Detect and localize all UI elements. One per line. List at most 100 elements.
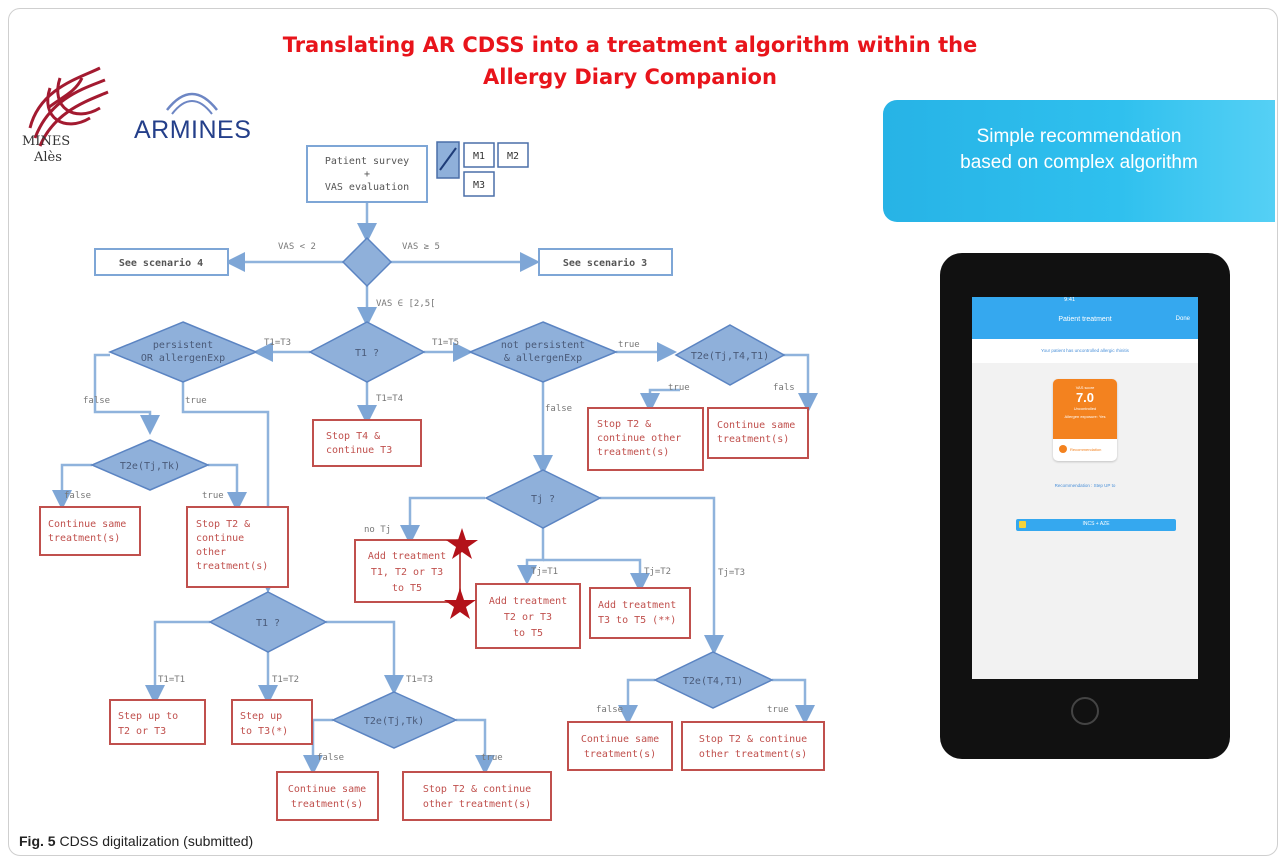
stop-t2-left-l3: other [196, 547, 226, 558]
stop-t2-right-l3: treatment(s) [597, 447, 669, 458]
persistent-right-diamond [468, 321, 618, 383]
label-tj-t3: Tj=T3 [718, 568, 745, 578]
figure-caption: Fig. 5 CDSS digitalization (submitted) [19, 833, 253, 849]
app-header-title: Patient treatment [1058, 316, 1112, 323]
continue-same-right-box [707, 407, 809, 459]
continue-same-br-box [567, 721, 673, 771]
stop-t2-left-l1: Stop T2 & [196, 519, 250, 530]
persistent-left-line2: OR allergenExp [141, 353, 225, 364]
tj-q-label: Tj ? [531, 494, 555, 505]
label-vas-in: VAS ∈ [2,5[ [376, 299, 436, 309]
step-up-t3-l2: to T3(*) [240, 726, 288, 737]
label-false-t2e-left: false [64, 491, 91, 501]
add-t3-l1: Add treatment [598, 600, 676, 611]
t2e-bottom-diamond [331, 691, 458, 749]
score-card-header: VAS score 7.0 Uncontrolled Allergen expo… [1053, 379, 1117, 439]
scenario3-box [538, 248, 673, 276]
scenario4-text: See scenario 4 [119, 257, 203, 269]
scenario3-text: See scenario 3 [563, 257, 647, 269]
model-legend: M1 M2 M3 [436, 141, 529, 197]
add-t3-l2: T3 to T5 (**) [598, 615, 676, 626]
label-true-left: true [185, 396, 207, 406]
patient-message: Your patient has uncontrolled allergic r… [1041, 348, 1129, 353]
t2e-right-diamond [674, 324, 786, 386]
continue-same-bottom-l2: treatment(s) [291, 799, 363, 810]
start-line1: Patient survey [325, 156, 409, 167]
add-t1t2t3-l2: T1, T2 or T3 [371, 567, 443, 578]
status-bar: 9:41 [972, 297, 1198, 305]
label-false-t2e-br: false [596, 705, 623, 715]
label-vas-lt: VAS < 2 [278, 242, 316, 252]
legend-m2: M2 [507, 151, 519, 162]
scenario4-box [94, 248, 229, 276]
label-true-t2e-left: true [202, 491, 224, 501]
label-true-t2e-b: true [481, 753, 503, 763]
score-card-mid: Uncontrolled [1073, 406, 1097, 411]
t2e-right-label: T2e(Tj,T4,T1) [691, 351, 769, 362]
stop-t2-bottom-l1: Stop T2 & continue [423, 784, 531, 795]
stop-t2-left-l4: treatment(s) [196, 561, 268, 572]
legend-m3: M3 [473, 180, 485, 191]
stop-t2-left-l2: continue [196, 533, 244, 544]
label-t1-t3: T1=T3 [264, 338, 291, 348]
add-t2t3-box [475, 583, 581, 649]
lightbulb-icon [1019, 521, 1026, 528]
add-t1t2t3-box [354, 539, 461, 603]
stop-t2-br-l1: Stop T2 & continue [699, 734, 807, 745]
simple-recommendation-banner: Simple recommendation based on complex a… [883, 100, 1275, 222]
treatment-flowchart: Patient survey + VAS evaluation M1 M2 M3… [39, 141, 825, 821]
stop-t2-right-box [587, 407, 704, 471]
allergen-icon [1059, 445, 1067, 453]
recommendation-button-label: INCS + AZE [1082, 521, 1110, 527]
legend-line-icon [439, 147, 457, 171]
start-line3: VAS evaluation [325, 182, 409, 193]
figure-title-line1: Translating AR CDSS into a treatment alg… [282, 33, 978, 57]
recommendation-button[interactable]: INCS + AZE [1016, 519, 1176, 531]
stop-t2-br-box [681, 721, 825, 771]
label-no-tj: no Tj [364, 525, 391, 535]
step-up-t2t3-l1: Step up to [118, 711, 178, 722]
continue-same-bottom-box [276, 771, 379, 821]
figure-frame [8, 8, 1278, 856]
continue-same-br-l1: Continue same [581, 734, 659, 745]
label-t1-eq-t2: T1=T2 [272, 675, 299, 685]
label-tj-t1: Tj=T1 [531, 567, 558, 577]
figure-title-line2: Allergy Diary Companion [483, 65, 777, 89]
continue-same-left-l1: Continue same [48, 519, 126, 530]
stop-t2-br-l2: other treatment(s) [699, 749, 807, 760]
armines-logo-icon [166, 92, 218, 115]
step-up-t3-box [231, 699, 313, 745]
message-bar: Your patient has uncontrolled allergic r… [972, 339, 1198, 363]
home-button[interactable] [1071, 697, 1099, 725]
label-true-t2e: true [668, 383, 690, 393]
t2e-bottom-right-diamond [653, 651, 774, 709]
continue-same-right-l2: treatment(s) [717, 434, 789, 445]
status-time: 9:41 [1064, 297, 1076, 303]
done-button[interactable]: Done [1175, 316, 1190, 322]
armines-text: ARMINES [134, 116, 252, 144]
label-t1-eq-t3: T1=T3 [406, 675, 433, 685]
tj-decision-diamond [484, 469, 602, 529]
mines-ales-text: MINES Alès [22, 134, 71, 165]
stop-t4-l2: continue T3 [326, 445, 392, 456]
app-header: Patient treatment Done [972, 305, 1198, 339]
t2e-bottom-label: T2e(Tj,Tk) [364, 716, 424, 727]
step-up-t2t3-box [109, 699, 206, 745]
vas-decision-diamond [341, 236, 393, 288]
label-fals-t2e: fals [773, 383, 795, 393]
star-markers [444, 528, 478, 619]
label-false-right: false [545, 404, 572, 414]
score-value: 7.0 [1075, 390, 1095, 405]
t1-q2-label: T1 ? [256, 618, 280, 629]
banner-line2: based on complex algorithm [960, 152, 1198, 173]
star-icon [446, 528, 478, 559]
t1-decision-diamond [308, 321, 426, 383]
label-true-t2e-br: true [767, 705, 789, 715]
t2e-left-label: T2e(Tj,Tk) [120, 461, 180, 472]
star-icon [444, 588, 476, 619]
continue-same-left-box [39, 506, 141, 556]
legend-m1: M1 [473, 151, 485, 162]
continue-same-br-l2: treatment(s) [584, 749, 656, 760]
stop-t4-box [312, 419, 422, 467]
flow-arrows [52, 202, 818, 775]
